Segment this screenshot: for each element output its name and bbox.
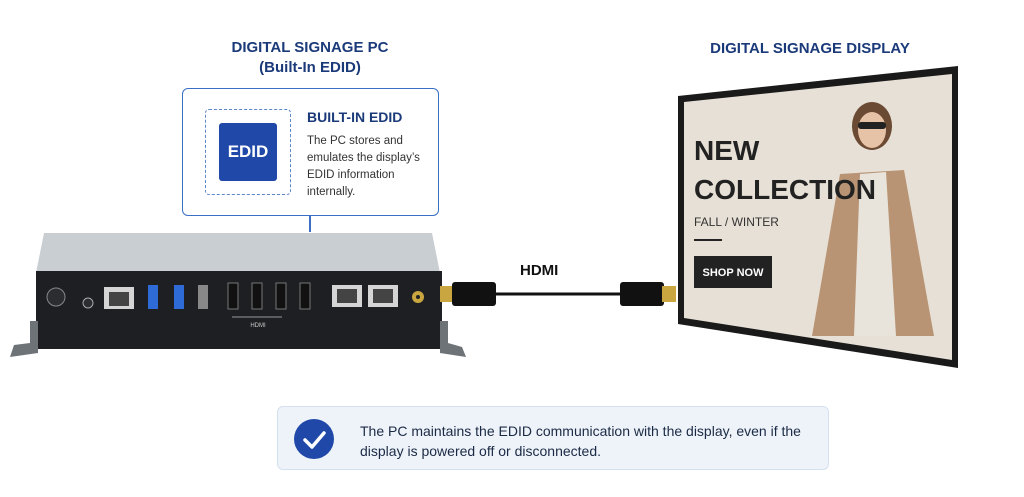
display-title: DIGITAL SIGNAGE DISPLAY bbox=[710, 40, 910, 57]
edid-callout: EDID BUILT-IN EDID The PC stores and emu… bbox=[182, 88, 439, 216]
ad-shop-button-label: SHOP NOW bbox=[703, 267, 765, 279]
hdmi-plug-right-body bbox=[620, 282, 664, 306]
chip-label: EDID bbox=[227, 142, 269, 161]
hdmi-port-icon bbox=[227, 282, 239, 310]
usb3-port-icon bbox=[174, 285, 184, 309]
note-text: The PC maintains the EDID communication … bbox=[360, 423, 801, 459]
ad-shop-button bbox=[694, 256, 772, 288]
hdmi-cable bbox=[440, 282, 676, 306]
pc-top bbox=[36, 233, 440, 273]
model-shirt bbox=[854, 172, 896, 336]
pc-front bbox=[36, 271, 442, 349]
info-note: The PC maintains the EDID communication … bbox=[277, 406, 829, 470]
edid-description: The PC stores and emulates the display’s… bbox=[307, 135, 420, 198]
sunglasses-icon bbox=[858, 122, 886, 129]
power-button-icon bbox=[82, 297, 94, 309]
signage-display: NEW COLLECTION FALL / WINTER SHOP NOW bbox=[678, 66, 958, 368]
power-jack-icon bbox=[46, 287, 66, 307]
callout-connector bbox=[309, 216, 311, 232]
hdmi-port-label: HDMI bbox=[250, 323, 266, 329]
mount-bracket-left bbox=[10, 321, 38, 357]
ad-headline-line1: NEW bbox=[694, 135, 760, 166]
mini-pc: HDMI bbox=[10, 233, 466, 357]
edid-chip-frame: EDID bbox=[205, 109, 291, 195]
edid-chip-icon: EDID bbox=[219, 123, 277, 181]
edid-heading: BUILT-IN EDID bbox=[307, 109, 403, 125]
hdmi-port-icon bbox=[299, 282, 311, 310]
hdmi-label: HDMI bbox=[520, 262, 559, 279]
pc-subtitle: (Built-In EDID) bbox=[259, 59, 361, 76]
checkmark-icon bbox=[294, 419, 334, 459]
ad-subline: FALL / WINTER bbox=[694, 215, 779, 229]
pc-title: DIGITAL SIGNAGE PC bbox=[231, 39, 389, 56]
model-face bbox=[858, 112, 886, 148]
mount-bracket-right bbox=[440, 321, 466, 357]
usb3-port-icon bbox=[148, 285, 158, 309]
hdmi-plug-left-icon bbox=[440, 286, 454, 302]
hdmi-port-icon bbox=[275, 282, 287, 310]
hdmi-plug-left-body bbox=[452, 282, 496, 306]
hdmi-plug-right-icon bbox=[662, 286, 676, 302]
hdmi-port-icon bbox=[251, 282, 263, 310]
ad-headline-line2: COLLECTION bbox=[694, 174, 876, 205]
usb-port-icon bbox=[198, 285, 208, 309]
